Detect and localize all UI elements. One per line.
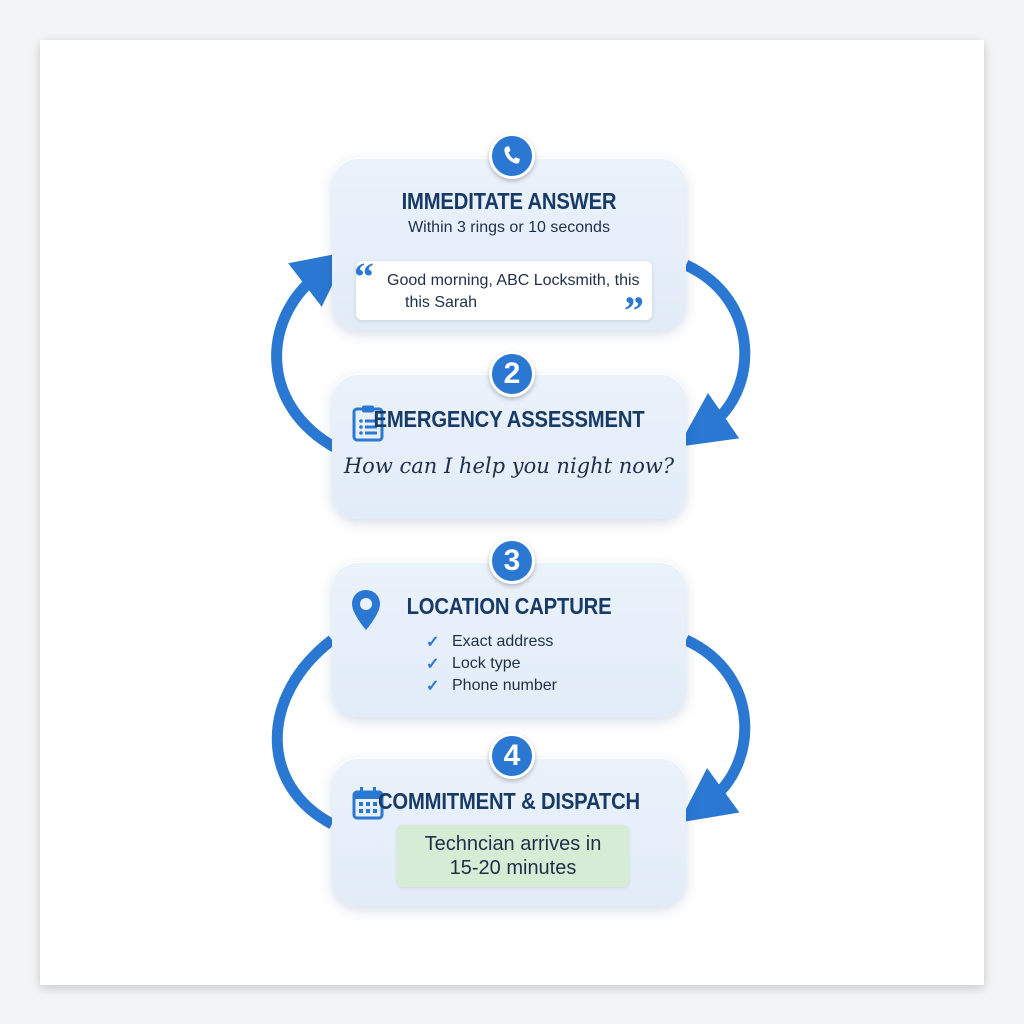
- step-badge-4: 4: [489, 733, 535, 779]
- list-item: ✓ Phone number: [426, 675, 557, 697]
- calendar-icon: [352, 787, 384, 820]
- step-card-emergency-assessment: EMERGENCY ASSESSMENT How can I help you …: [332, 374, 686, 519]
- phone-icon: [504, 146, 520, 164]
- greeting-quote-line1: Good morning, ABC Locksmith, this: [387, 272, 640, 289]
- location-checklist: ✓ Exact address ✓ Lock type ✓ Phone number: [426, 631, 557, 697]
- close-quote-icon: ”: [624, 288, 644, 333]
- step-badge-phone: [489, 133, 535, 179]
- greeting-quote-line2: this Sarah: [405, 294, 478, 311]
- callout-line1: Techncian arrives in: [424, 833, 602, 855]
- checklist-label: Exact address: [452, 633, 554, 650]
- checklist-label: Lock type: [452, 655, 521, 672]
- step-subtitle: Within 3 rings or 10 seconds: [408, 219, 610, 236]
- step-badge-2: 2: [489, 351, 535, 397]
- step-card-commitment-dispatch: COMMITMENT & DISPATCH Techncian arrives …: [332, 758, 686, 906]
- list-item: ✓ Lock type: [426, 653, 557, 675]
- step-title: LOCATION CAPTURE: [406, 593, 612, 619]
- callout-line2: 15-20 minutes: [449, 857, 577, 879]
- check-icon: ✓: [426, 634, 440, 651]
- step-title: EMERGENCY ASSESSMENT: [373, 406, 645, 432]
- step-card-location-capture: LOCATION CAPTURE ✓ Exact address ✓ Lock ty…: [332, 562, 686, 717]
- assessment-question: How can I help you night now?: [343, 454, 675, 478]
- step-card-immediate-answer: IMMEDITATE ANSWER Within 3 rings or 10 s…: [332, 158, 686, 331]
- greeting-quote-box: “ Good morning, ABC Locksmith, this this…: [354, 257, 652, 331]
- checklist-label: Phone number: [452, 677, 557, 694]
- list-item: ✓ Exact address: [426, 631, 557, 653]
- check-icon: ✓: [426, 656, 440, 673]
- arrival-time-callout: Techncian arrives in 15-20 minutes: [397, 825, 629, 887]
- greeting-quote: Good morning, ABC Locksmith, this this S…: [387, 270, 640, 314]
- location-pin-icon: [352, 590, 380, 630]
- step-title: IMMEDITATE ANSWER: [401, 188, 617, 214]
- clipboard-icon: [352, 405, 384, 442]
- step-title: COMMITMENT & DISPATCH: [377, 788, 641, 814]
- check-icon: ✓: [426, 678, 440, 695]
- step-badge-3: 3: [489, 538, 535, 584]
- open-quote-icon: “: [354, 254, 374, 299]
